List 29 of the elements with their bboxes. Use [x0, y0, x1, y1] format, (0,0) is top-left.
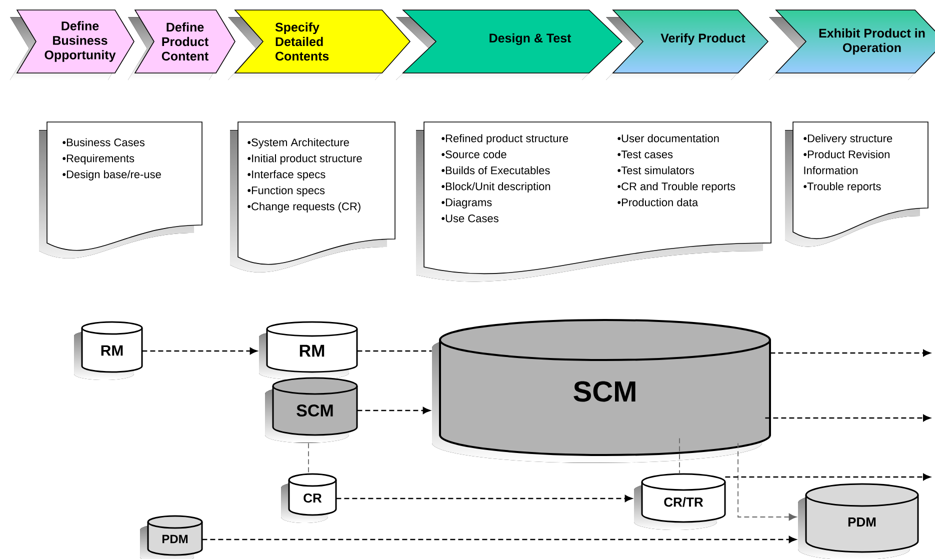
document-note: •Refined product structure •Source code •Builds of Executables •Block/Unit description •Diagrams •Use Cases •User documentation •Test cases •Test simulators •CR and Trouble reports •Production data — [416, 122, 772, 282]
database-cylinder: PDM — [798, 483, 919, 559]
dashed-arrow — [725, 474, 930, 480]
dashed-arrow — [336, 495, 632, 502]
process-step: Design & Test — [396, 10, 623, 80]
dashed-arrow — [142, 348, 258, 354]
document-note: •System Architecture •Initial product structure •Interface specs •Function specs •Change requests (CR) — [230, 122, 396, 272]
dashed-arrow — [770, 350, 930, 356]
dashed-arrow — [738, 442, 797, 521]
database-cylinder: RM — [259, 321, 358, 380]
dashed-line — [679, 438, 680, 474]
dashed-line — [357, 350, 432, 352]
process-step: Specify Detailed Contents — [228, 10, 411, 80]
database-cylinder: PDM — [140, 515, 203, 559]
database-cylinder: CR/TR — [634, 473, 726, 530]
document-note: •Delivery structure •Product Revision Information •Trouble reports — [785, 122, 928, 247]
process-step: Exhibit Product in Operation — [769, 10, 935, 80]
process-step: Define Business Opportunity — [10, 10, 134, 80]
dashed-arrow — [357, 407, 430, 414]
database-cylinder: SCM — [265, 377, 358, 443]
document-note: •Business Cases •Requirements •Design base/re-use — [39, 122, 202, 258]
dashed-line — [308, 442, 309, 474]
dashed-arrow — [202, 536, 796, 543]
database-cylinder: SCM — [432, 319, 771, 463]
dashed-arrow — [765, 414, 930, 422]
process-step: Define Product Content — [128, 10, 236, 80]
database-cylinder: CR — [281, 473, 337, 523]
database-cylinder: RM — [74, 321, 143, 380]
process-step: Verify Product — [606, 10, 769, 80]
